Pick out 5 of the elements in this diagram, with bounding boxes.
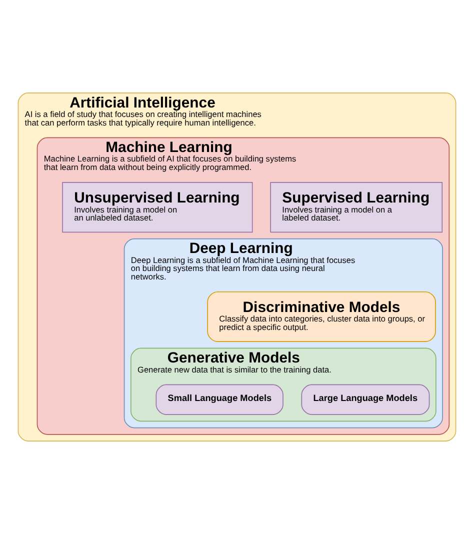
node-box: Supervised Learning Involves training a model on a labeled dataset.	[270, 182, 443, 233]
node-box: Small Language Models	[156, 384, 284, 415]
node-box: Unsupervised Learning Involves training a model on an unlabeled dataset.	[62, 182, 253, 233]
node-box: Discriminative Models Classify data into categories, cluster data into groups, or predict a specific output.	[207, 291, 436, 342]
node-box: Large Language Models	[301, 384, 430, 415]
